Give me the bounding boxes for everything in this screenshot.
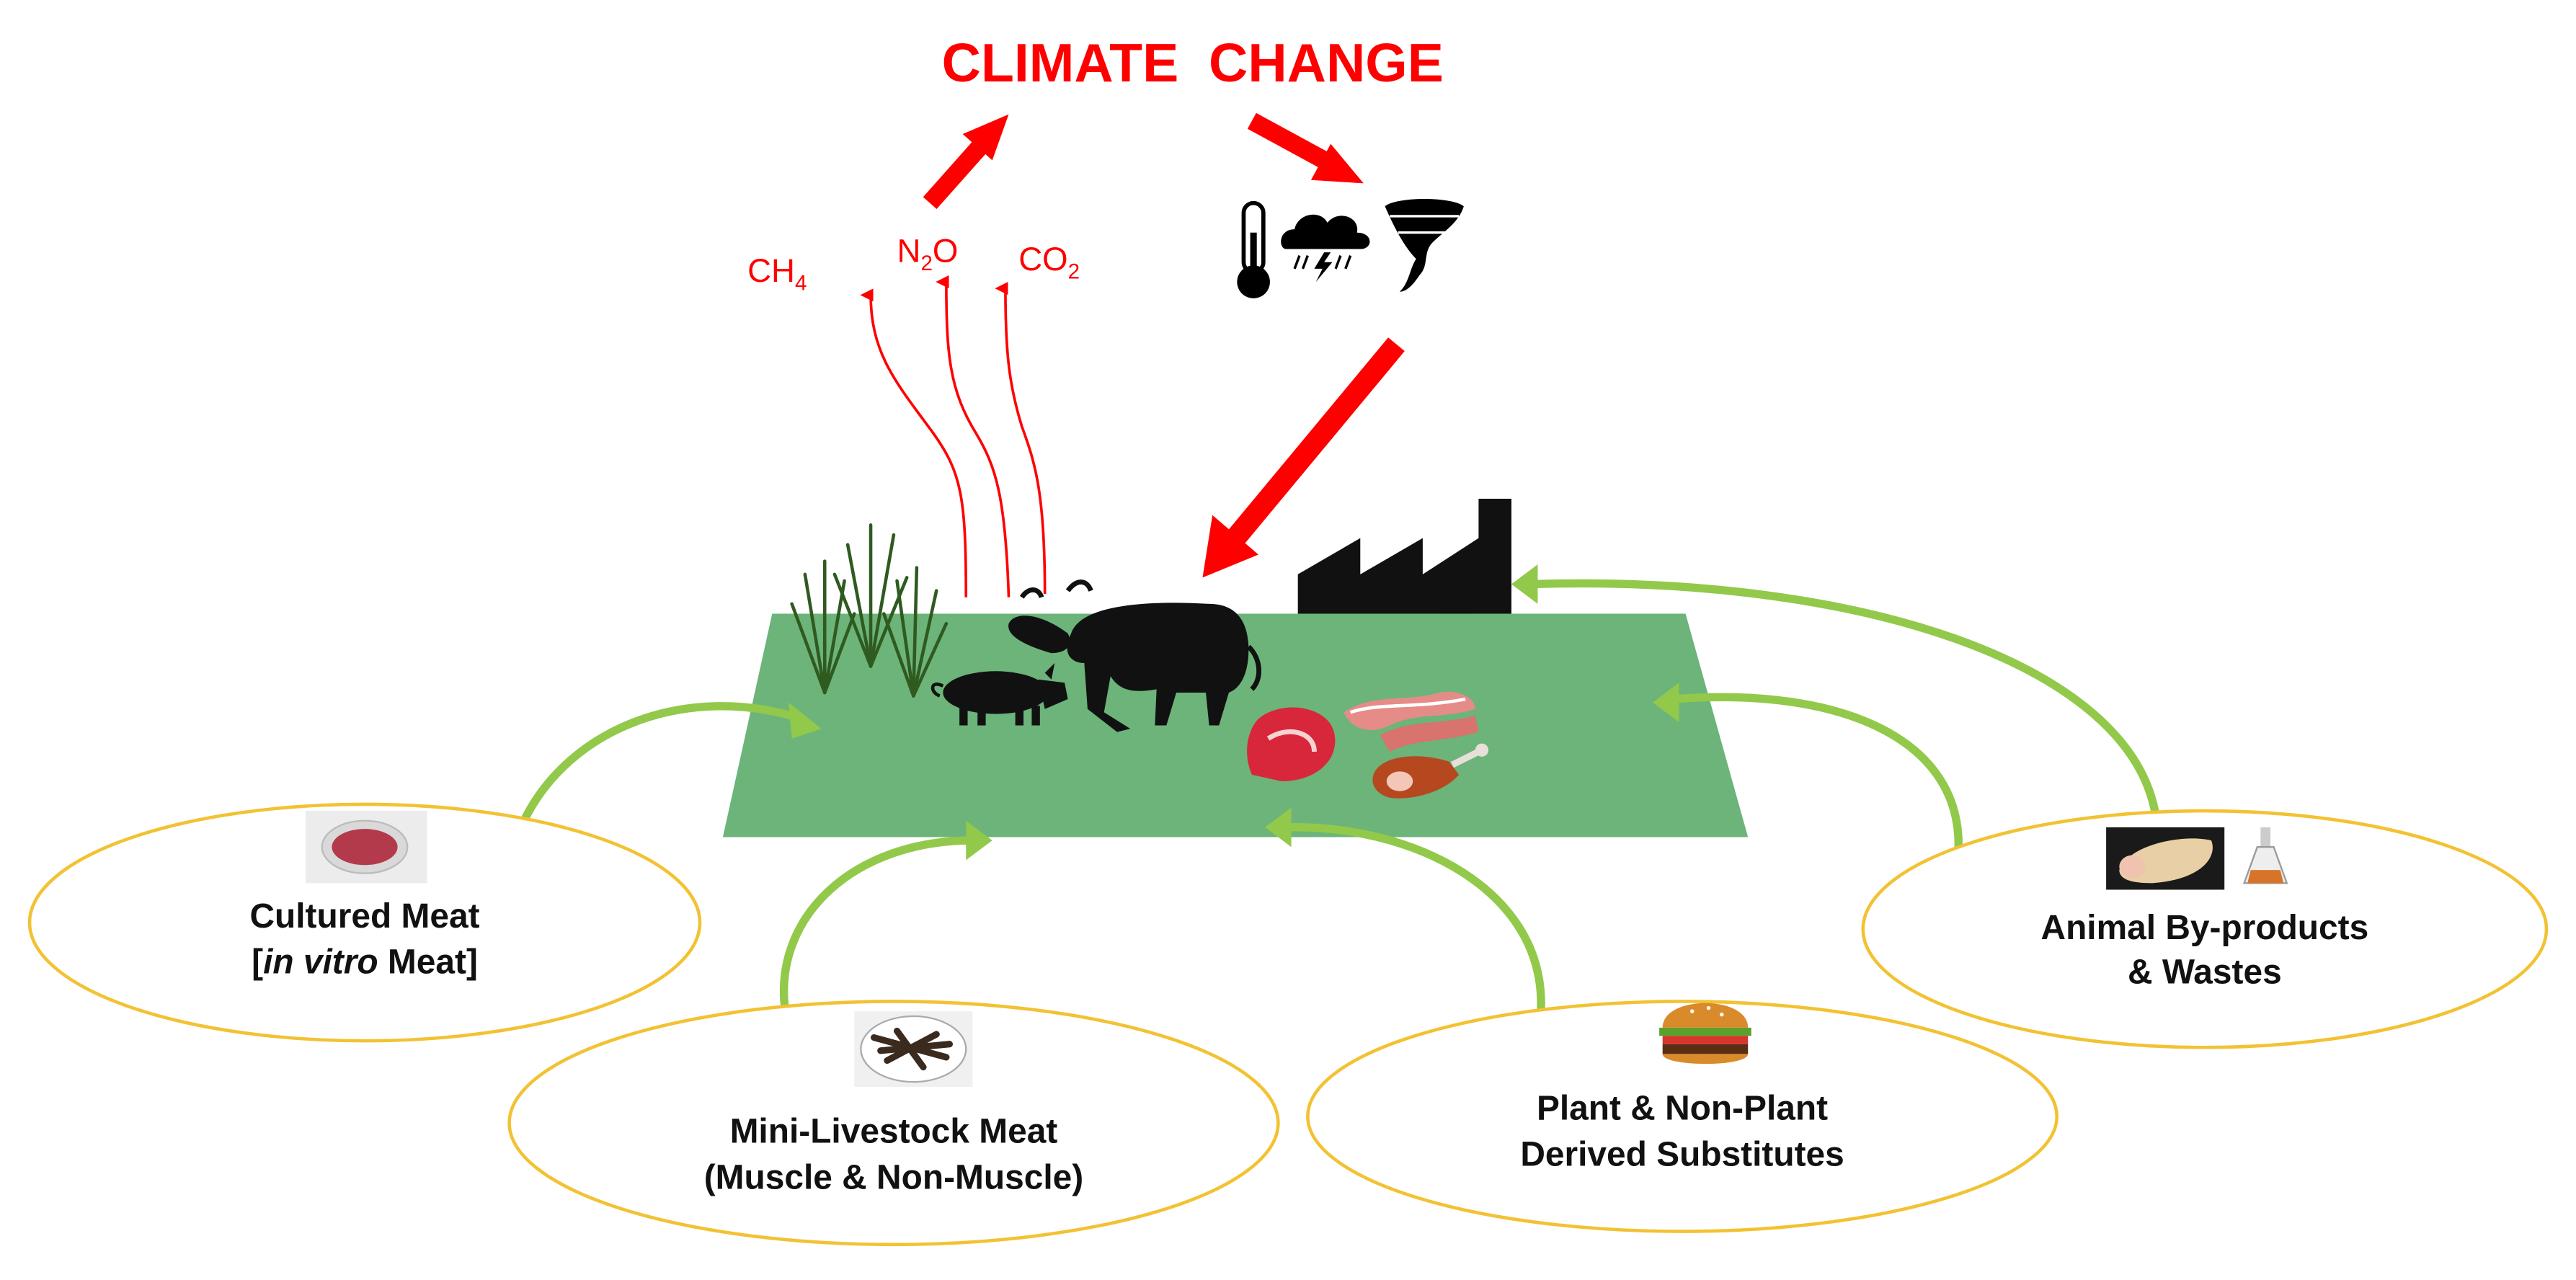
- gases-to-climate-arrow: [923, 114, 1009, 210]
- thermometer-icon: [1237, 200, 1270, 298]
- flask-icon: [2242, 827, 2288, 884]
- burger-icon: [1659, 1003, 1751, 1065]
- n2o-emission-arrow: [936, 275, 1011, 597]
- bacon-icon: [1343, 692, 1479, 752]
- byproducts-to-field-arrowhead: [1653, 683, 1679, 722]
- mini-livestock-arrowhead: [966, 820, 992, 861]
- insect-plate-icon: [854, 1011, 973, 1087]
- cultured-to-field-arrow: [518, 702, 807, 828]
- svg-text:CO2: CO2: [1018, 241, 1080, 283]
- weather-to-farm-arrow: [1202, 337, 1405, 578]
- gas-co2-label: CO2: [1018, 241, 1080, 283]
- alternative-byproducts: Animal By-products & Wastes: [1861, 809, 2549, 1049]
- emission-arrows: [860, 275, 1047, 597]
- climate-to-weather-arrow: [1247, 112, 1364, 184]
- byproducts-line2: & Wastes: [2128, 953, 2282, 991]
- cultured-arrowhead: [789, 702, 822, 739]
- plant-arrowhead: [1265, 807, 1292, 848]
- pig-icon: [931, 662, 1068, 726]
- cultured-line1: Cultured Meat: [249, 897, 479, 935]
- co2-emission-arrow: [995, 282, 1047, 595]
- alternative-mini-livestock: Mini-Livestock Meat (Muscle & Non-Muscle…: [507, 1000, 1280, 1247]
- plant-line1: Plant & Non-Plant: [1537, 1090, 1828, 1128]
- farm-field: [722, 613, 1749, 837]
- gas-ch4-label: CH4: [747, 252, 807, 295]
- factory-icon: [1297, 498, 1511, 614]
- plant-line2: Derived Substitutes: [1520, 1135, 1844, 1173]
- ch4-emission-arrow: [860, 288, 968, 597]
- storm-cloud-icon: [1281, 214, 1370, 283]
- svg-text:CH4: CH4: [747, 252, 807, 295]
- mini-livestock-line2: (Muscle & Non-Muscle): [704, 1158, 1084, 1196]
- meat-roll-icon: [2106, 827, 2225, 890]
- svg-text:N2O: N2O: [897, 233, 959, 275]
- mini-livestock-to-field-arrow: [780, 836, 977, 1015]
- alternative-cultured: Cultured Meat [in vitro Meat]: [27, 802, 702, 1043]
- petri-dish-icon: [305, 811, 427, 884]
- gas-n2o-label: N2O: [897, 233, 959, 275]
- cow-icon: [1008, 579, 1261, 732]
- byproducts-to-factory-arrowhead: [1511, 564, 1538, 604]
- cultured-line2: [in vitro Meat]: [252, 943, 478, 982]
- plant-to-field-arrow: [1280, 823, 1545, 1013]
- alternative-arrows: [518, 564, 2160, 1015]
- grass-icon: [790, 523, 949, 698]
- byproducts-to-factory-arrow: [1527, 579, 2160, 819]
- alternative-plant: Plant & Non-Plant Derived Substitutes: [1306, 1000, 2059, 1233]
- byproducts-line1: Animal By-products: [2041, 909, 2369, 947]
- tornado-icon: [1385, 198, 1464, 292]
- ham-icon: [1372, 743, 1489, 799]
- byproducts-to-field-arrow: [1668, 693, 1963, 858]
- climate-change-title: CLIMATE CHANGE: [942, 32, 1444, 93]
- mini-livestock-line1: Mini-Livestock Meat: [730, 1112, 1058, 1150]
- steak-icon: [1247, 707, 1336, 782]
